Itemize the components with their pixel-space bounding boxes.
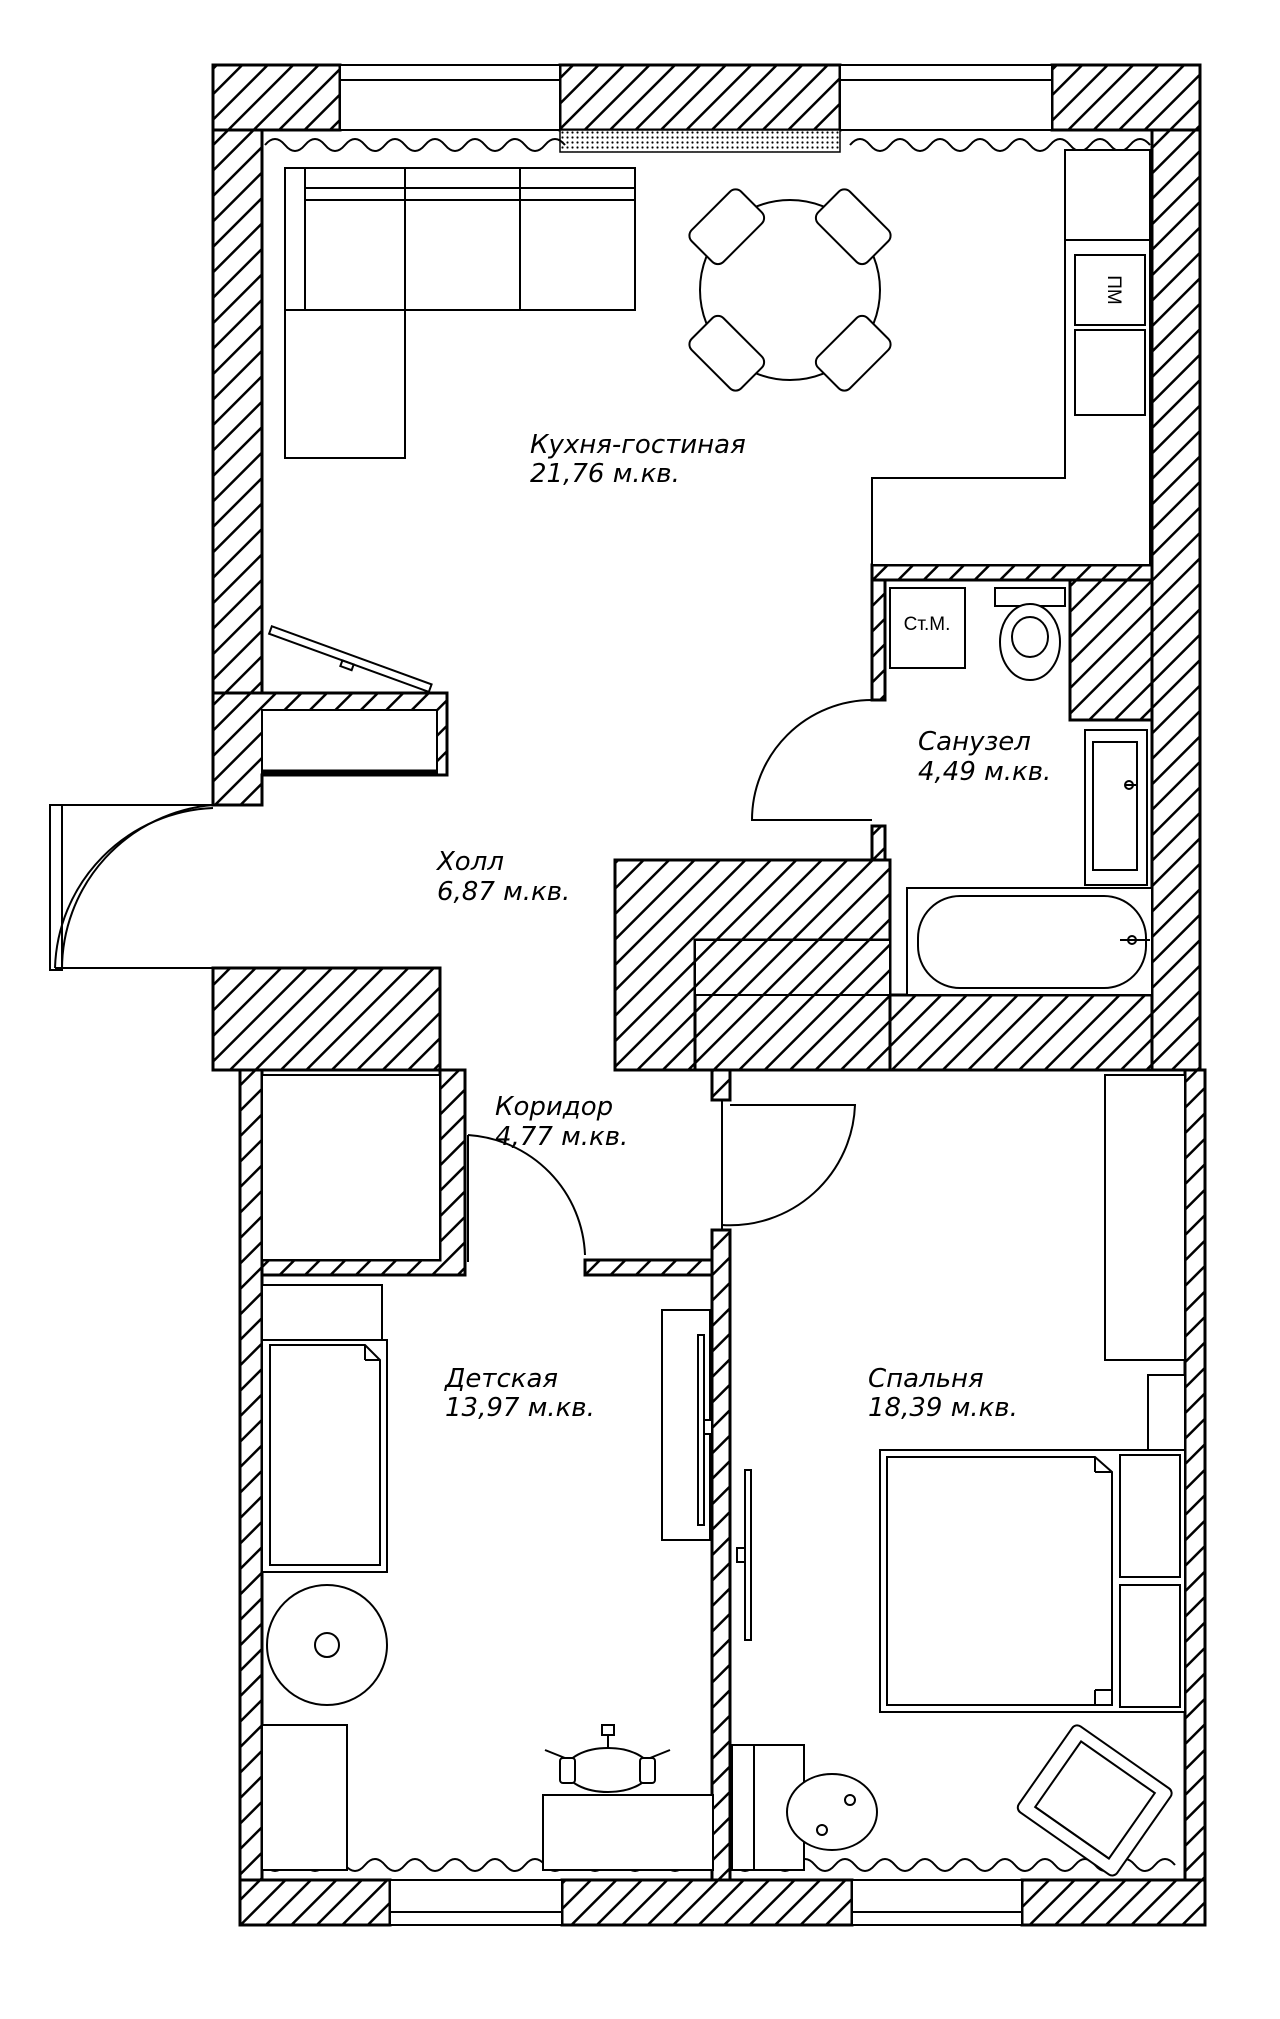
wall-bottom-mid bbox=[560, 1878, 854, 1927]
wall-kitchen-bath bbox=[870, 563, 1154, 582]
wall-bottom-left bbox=[238, 1878, 392, 1927]
entrance-door bbox=[49, 804, 214, 971]
bedroom-tv bbox=[736, 1469, 752, 1641]
toilet bbox=[994, 587, 1066, 681]
hall-niche bbox=[694, 939, 891, 996]
wall-corridor-right-top bbox=[710, 1068, 732, 1102]
kids-desk bbox=[542, 1724, 714, 1871]
wall-kids-bedroom bbox=[710, 1228, 732, 1882]
dining-table bbox=[688, 188, 892, 392]
double-bed bbox=[879, 1449, 1186, 1713]
bathroom-area: 4,49 м.кв. bbox=[918, 757, 1051, 787]
wall-bath-bottom bbox=[888, 993, 1154, 1072]
curtain-top-right bbox=[849, 138, 1151, 152]
kids-door bbox=[467, 1134, 586, 1262]
bedroom-shelf bbox=[1147, 1374, 1186, 1451]
bedroom-area: 18,39 м.кв. bbox=[868, 1393, 1018, 1423]
wall-right-lower bbox=[1183, 1068, 1207, 1927]
bedroom-wardrobe bbox=[1104, 1074, 1186, 1361]
kids-dresser bbox=[261, 1724, 348, 1871]
round-rug bbox=[266, 1584, 388, 1706]
wall-bath-right bbox=[1068, 578, 1154, 722]
wall-left-lower bbox=[238, 1068, 264, 1927]
kids-tv-stand bbox=[661, 1309, 713, 1541]
room-labels: Кухня-гостиная 21,76 м.кв. Санузел 4,49 … bbox=[435, 430, 1051, 1423]
bathtub bbox=[906, 887, 1153, 996]
hall-area: 6,87 м.кв. bbox=[437, 877, 570, 907]
wall-top bbox=[211, 63, 342, 132]
kids-room-name: Детская bbox=[444, 1364, 558, 1394]
wardrobe-corridor bbox=[261, 1074, 441, 1261]
kitchen-living-name: Кухня-гостиная bbox=[530, 430, 746, 460]
windows bbox=[339, 64, 1053, 1926]
sofa bbox=[284, 167, 636, 459]
walls bbox=[211, 63, 1207, 1927]
kitchen-counter: ПМ bbox=[871, 149, 1151, 566]
sink bbox=[1084, 729, 1148, 886]
hall-cabinet bbox=[261, 709, 438, 776]
wall-bath-left-bot bbox=[870, 824, 887, 862]
washing-machine bbox=[889, 587, 966, 669]
tv-living bbox=[267, 624, 433, 694]
wall-bottom-right bbox=[1020, 1878, 1207, 1927]
corridor-name: Коридор bbox=[495, 1092, 613, 1122]
armchair bbox=[1016, 1724, 1173, 1877]
wall-kids-top bbox=[583, 1258, 722, 1277]
kitchen-living-area: 21,76 м.кв. bbox=[530, 459, 680, 489]
bedroom-vanity bbox=[731, 1744, 878, 1871]
bedroom-door bbox=[721, 1100, 857, 1230]
wall-left-upper bbox=[211, 128, 264, 695]
wall-hall-left-lower bbox=[211, 966, 442, 1072]
dishwasher-label: ПМ bbox=[1103, 275, 1124, 304]
window-bottom-right bbox=[851, 1879, 1023, 1926]
kids-bed bbox=[261, 1284, 388, 1573]
corridor-area: 4,77 м.кв. bbox=[495, 1122, 628, 1152]
bathroom-name: Санузел bbox=[918, 727, 1031, 757]
radiator bbox=[559, 129, 841, 153]
window-top-right bbox=[839, 64, 1053, 131]
curtain-top-left bbox=[264, 138, 566, 152]
hall-name: Холл bbox=[435, 847, 504, 877]
dishwasher bbox=[1074, 254, 1146, 326]
wall-top-mid bbox=[558, 63, 842, 132]
bathroom-fixtures bbox=[889, 587, 1153, 996]
wall-bath-left-top bbox=[870, 578, 887, 702]
kids-room-area: 13,97 м.кв. bbox=[445, 1393, 595, 1423]
wall-right-upper bbox=[1150, 128, 1202, 1072]
bedroom-name: Спальня bbox=[868, 1364, 984, 1394]
window-bottom-left bbox=[389, 1879, 563, 1926]
washing-machine-label: Ст.М. bbox=[904, 614, 951, 635]
wall-top-right bbox=[1050, 63, 1202, 132]
bathroom-door bbox=[750, 699, 873, 821]
window-top-left bbox=[339, 64, 561, 131]
